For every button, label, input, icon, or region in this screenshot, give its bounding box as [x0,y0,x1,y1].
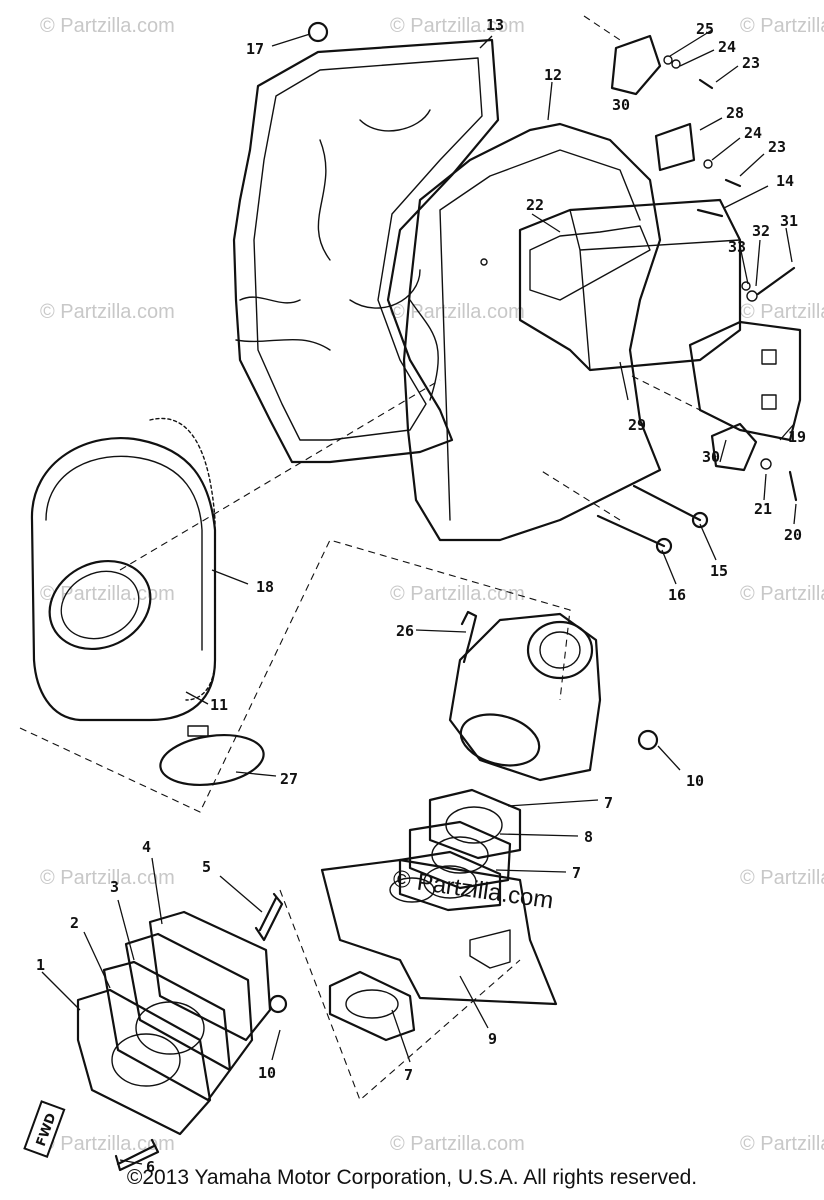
watermark: © Partzilla.com [40,867,175,889]
callout-16: 16 [668,586,686,604]
callout-24: 24 [744,124,762,142]
callout-10: 10 [686,772,704,790]
watermark: © Partzilla.com [40,583,175,605]
watermark: © Partzilla.com [390,583,525,605]
callout-30: 30 [612,96,630,114]
callout-3: 3 [110,878,119,896]
callout-2: 2 [70,914,79,932]
reed-valve-stack [76,910,272,1136]
leader-lines [41,29,797,1165]
air-filter-element [30,417,217,722]
callout-33: 33 [728,238,746,256]
callout-5: 5 [202,858,211,876]
mounting-plate [320,858,558,1006]
watermark: © Partzilla.com [390,15,525,37]
manifold-gaskets [398,788,522,912]
carburetor [448,612,602,782]
callout-32: 32 [752,222,770,240]
callout-18: 18 [256,578,274,596]
hose-clamp [159,725,265,786]
watermark: © Partzilla.com [390,301,525,323]
watermark: © Partzilla.com [40,15,175,37]
callout-7: 7 [604,794,613,812]
watermark: © Partzilla.com [390,1133,525,1155]
callout-22: 22 [526,196,544,214]
silencer-cover-rear [232,38,500,464]
callout-20: 20 [784,526,802,544]
mount-bracket [688,320,802,442]
callout-30: 30 [702,448,720,466]
callout-26: 26 [396,622,414,640]
copyright-notice: ©2013 Yamaha Motor Corporation, U.S.A. A… [126,1166,698,1189]
watermark: © Partzilla.com [740,1133,824,1155]
watermark: © Partzilla.com [740,867,824,889]
callout-25: 25 [696,20,714,38]
spring-clip [460,610,478,664]
callout-15: 15 [710,562,728,580]
callout-7: 7 [404,1066,413,1084]
callout-7: 7 [572,864,581,882]
callout-17: 17 [246,40,264,58]
watermark-group: © Partzilla.com © Partzilla.com © Partzi… [40,15,824,1155]
callout-27: 27 [280,770,298,788]
callouts: 17 13 12 25 24 23 30 28 24 23 14 22 33 3… [36,16,806,1176]
watermark: © Partzilla.com [740,583,824,605]
callout-14: 14 [776,172,794,190]
callout-4: 4 [142,838,151,856]
assembly-lines [19,15,701,1101]
callout-12: 12 [544,66,562,84]
callout-10: 10 [258,1064,276,1082]
callout-31: 31 [780,212,798,230]
callout-29: 29 [628,416,646,434]
callout-19: 19 [788,428,806,446]
watermark: © Partzilla.com [740,301,824,323]
silencer-housing [402,122,662,542]
callout-24: 24 [718,38,736,56]
callout-23: 23 [768,138,786,156]
watermark: © Partzilla.com [40,1133,175,1155]
callout-6: 6 [146,1158,155,1176]
callout-11: 11 [210,696,228,714]
filter-box [518,198,742,372]
callout-8: 8 [584,828,593,846]
callout-13: 13 [486,16,504,34]
small-brackets [610,34,758,472]
watermark: © Partzilla.com [740,15,824,37]
callout-21: 21 [754,500,772,518]
callout-9: 9 [488,1030,497,1048]
callout-1: 1 [36,956,45,974]
gasket-lower [328,970,416,1042]
watermark: © Partzilla.com [40,301,175,323]
callout-23: 23 [742,54,760,72]
callout-28: 28 [726,104,744,122]
